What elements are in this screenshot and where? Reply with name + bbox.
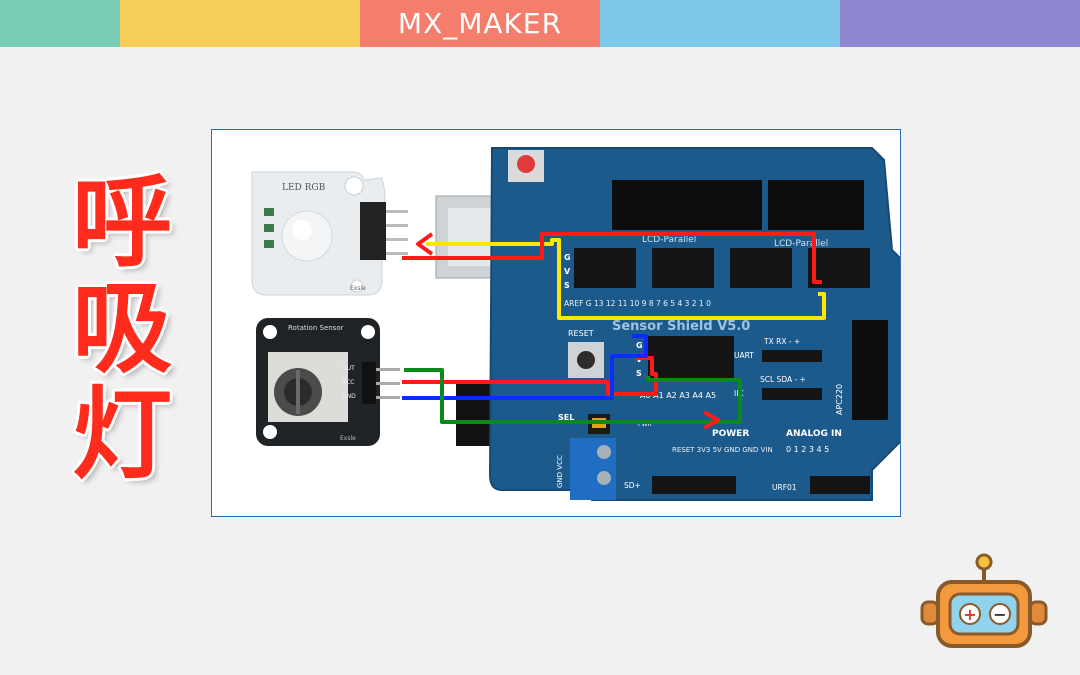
shield-title: Sensor Shield V5.0 — [612, 319, 750, 334]
terminal-label: GND VCC — [556, 455, 564, 488]
wire-red-rot — [402, 356, 658, 396]
header-segment-blue — [600, 0, 840, 47]
analog-pin-labels: A0 A1 A2 A3 A4 A5 — [640, 391, 716, 400]
arrow-red-2 — [703, 410, 720, 430]
pwr-led-label: PWR — [638, 421, 652, 428]
wire-green — [404, 368, 742, 424]
apc220-label: APC220 — [835, 384, 844, 415]
analog-in-nums: 0 1 2 3 4 5 — [786, 445, 829, 454]
header-color-bar — [0, 0, 1080, 47]
rotation-module-brand: Exsle — [340, 435, 356, 442]
analog-in-label: ANALOG IN — [786, 429, 842, 439]
reset-label: RESET — [568, 329, 594, 338]
title-char-1: 呼 — [72, 164, 172, 281]
lesson-title: 呼 吸 灯 — [62, 170, 182, 488]
arrow-red-1 — [416, 232, 434, 256]
power-label: POWER — [712, 429, 749, 439]
uart-label: UART — [734, 351, 754, 360]
wiring-diagram-svg: LED RGB Exsle Rotation Sensor OUT — [251, 147, 900, 501]
brand-title: MX_MAKER — [397, 7, 563, 40]
title-char-3: 灯 — [72, 376, 172, 493]
gvs-g-2: G — [636, 341, 643, 350]
wiring-diagram-photo: LED RGB Exsle Rotation Sensor OUT — [211, 129, 901, 517]
led-module-label: LED RGB — [282, 183, 326, 193]
header-segment-yellow — [120, 0, 360, 47]
rot-pin-vcc: VCC — [342, 379, 354, 386]
wire-red-led — [402, 232, 822, 284]
digital-pin-labels: AREF G 13 12 11 10 9 8 7 6 5 4 3 2 1 0 — [564, 299, 711, 308]
power-pin-labels: RESET 3V3 5V GND GND VIN — [672, 446, 773, 454]
header-segment-purple — [840, 0, 1080, 47]
rot-pin-out: OUT — [342, 365, 355, 372]
wire-blue — [402, 334, 648, 400]
urf-label: URF01 — [772, 483, 797, 492]
gvs-s-1: S — [564, 281, 570, 290]
uart-pin-labels: TX RX - + — [763, 337, 800, 346]
gvs-s-2: S — [636, 369, 642, 378]
gvs-g-1: G — [564, 253, 571, 262]
robot-minus: − — [993, 605, 1006, 624]
led-module-brand: Exsle — [350, 285, 366, 292]
rotation-sensor-module: Rotation Sensor OUT VCC GND Exsle — [256, 318, 400, 446]
lcd-right-label: LCD-Parallel — [774, 239, 828, 249]
title-char-2: 吸 — [72, 270, 172, 387]
sd-label: SD+ — [624, 481, 641, 490]
sel-label: SEL — [558, 413, 574, 422]
lcd-left-label: LCD-Parallel — [642, 235, 696, 245]
header-segment-coral — [360, 0, 600, 47]
wire-yellow — [426, 238, 826, 320]
rotation-module-label: Rotation Sensor — [288, 324, 344, 332]
sensor-shield-board: LCD-Parallel LCD-Parallel G V S AREF G 1… — [488, 147, 900, 501]
wires — [402, 232, 826, 430]
gvs-v-1: V — [564, 267, 571, 276]
led-rgb-module: LED RGB Exsle — [251, 171, 408, 296]
rot-pin-gnd: GND — [342, 393, 356, 400]
robot-mascot-icon: + − — [918, 552, 1048, 656]
iic-pin-labels: SCL SDA - + — [760, 375, 806, 384]
robot-plus: + — [963, 605, 976, 624]
header-segment-teal — [0, 0, 120, 47]
